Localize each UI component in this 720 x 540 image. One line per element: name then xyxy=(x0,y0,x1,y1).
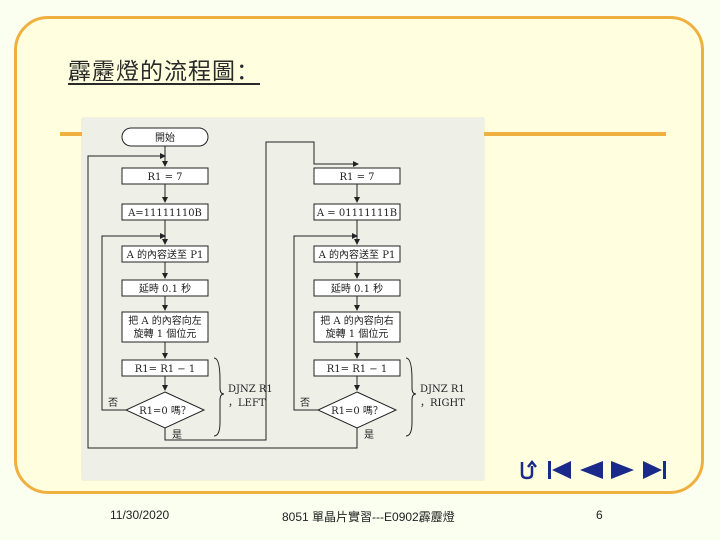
left-note-brace xyxy=(213,357,225,437)
left-yes-label: 是 xyxy=(172,429,182,441)
left-send-label: A 的內容送至 P1 xyxy=(126,248,204,261)
left-decision-label: R1=0 嗎？ xyxy=(139,405,191,417)
left-init-a-label: A=11111110B xyxy=(127,208,202,219)
flowchart-diagram: 開始 R1 = 7 A=11111110B A 的內容送至 P1 延時 0.1 … xyxy=(87,127,465,449)
first-slide-icon[interactable] xyxy=(544,456,574,484)
flowchart-scan: 開始 R1 = 7 A=11111110B A 的內容送至 P1 延時 0.1 … xyxy=(82,118,484,480)
right-yes-label: 是 xyxy=(364,429,374,441)
right-rotate-label-2: 旋轉 1 個位元 xyxy=(326,327,389,340)
left-rotate-box xyxy=(121,311,209,343)
left-rotate-label-2: 旋轉 1 個位元 xyxy=(134,327,197,340)
start-label: 開始 xyxy=(155,131,175,144)
return-icon[interactable] xyxy=(512,456,542,484)
footer-title: 8051 單晶片實習---E0902霹靂燈 xyxy=(282,510,455,524)
left-note-2: ，LEFT xyxy=(228,398,266,409)
next-slide-icon[interactable] xyxy=(608,456,638,484)
left-note-1: DJNZ R1 xyxy=(228,384,273,395)
footer-date: 11/30/2020 xyxy=(110,508,170,522)
right-note-brace xyxy=(405,357,417,437)
left-init-r1-label: R1 = 7 xyxy=(148,172,183,183)
prev-slide-icon[interactable] xyxy=(576,456,606,484)
right-no-label: 否 xyxy=(300,397,310,409)
right-dec-label: R1= R1 − 1 xyxy=(327,364,387,375)
left-rotate-label-1: 把 A 的內容向左 xyxy=(128,314,202,327)
left-dec-label: R1= R1 − 1 xyxy=(135,364,195,375)
left-no-label: 否 xyxy=(108,397,118,409)
right-init-r1-label: R1 = 7 xyxy=(340,172,375,183)
right-init-a-label: A = 01111111B xyxy=(316,208,397,219)
left-delay-label: 延時 0.1 秒 xyxy=(139,282,191,295)
right-note-2: ，RIGHT xyxy=(420,398,465,409)
right-send-label: A 的內容送至 P1 xyxy=(318,248,396,261)
right-decision-label: R1=0 嗎？ xyxy=(331,405,383,417)
slide-navigation xyxy=(512,456,670,484)
last-slide-icon[interactable] xyxy=(640,456,670,484)
slide-title: 霹靂燈的流程圖： xyxy=(68,59,260,85)
right-rotate-label-1: 把 A 的內容向右 xyxy=(320,314,394,327)
page-number: 6 xyxy=(596,508,603,522)
right-note-1: DJNZ R1 xyxy=(420,384,465,395)
right-delay-label: 延時 0.1 秒 xyxy=(331,282,383,295)
